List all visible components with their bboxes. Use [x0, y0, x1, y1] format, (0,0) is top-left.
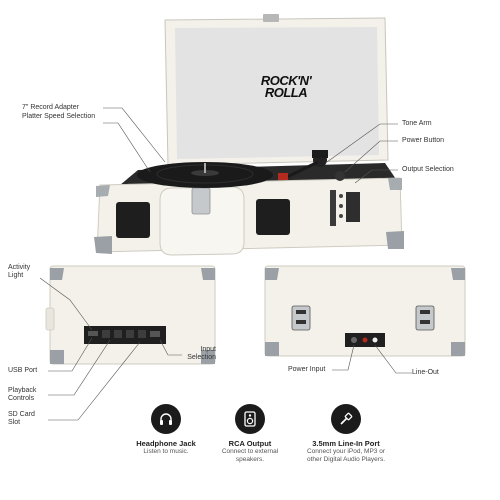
corner-trim [201, 268, 215, 280]
side-hinge [45, 307, 55, 331]
label-sd-card-slot: SD Card Slot [8, 411, 35, 426]
corner-trim-left [94, 236, 112, 254]
corner-trim [50, 268, 64, 280]
leader-lines-top [103, 107, 398, 184]
carry-handle [159, 186, 245, 256]
corner-trim [265, 342, 279, 356]
lid-lining [175, 27, 379, 159]
corner-trim-top-right [388, 178, 402, 190]
back-latch-right [415, 305, 435, 331]
leader-lines-back [332, 344, 412, 374]
corner-trim-right [386, 231, 404, 249]
corner-trim [451, 268, 465, 280]
front-latch [191, 187, 211, 215]
brand-logo: ROCK'N' ROLLA [260, 73, 312, 100]
corner-trim [50, 350, 64, 364]
corner-trim-top-left [96, 185, 110, 197]
label-record-adapter: 7" Record Adapter [22, 104, 79, 111]
label-activity-light: Activity Light [8, 264, 31, 279]
label-power-button: Power Button [402, 137, 445, 144]
label-power-input: Power Input [288, 366, 326, 373]
corner-trim [201, 350, 215, 364]
leader-lines-front [39, 277, 182, 421]
tone-arm [278, 150, 328, 180]
plug-icon [331, 404, 361, 434]
label-tone-arm: Tone Arm [402, 120, 432, 127]
feature-rca-output: RCA Output Connect to external speakers. [202, 404, 298, 464]
feature-headphone-jack: Headphone Jack Listen to music. [118, 404, 214, 456]
record-player-front-view [39, 265, 216, 421]
feature-line-in-port: 3.5mm Line-In Port Connect your iPod, MP… [298, 404, 394, 464]
record-player-back-view [264, 265, 466, 374]
label-input-selection: Input Selection [187, 346, 216, 361]
record-player-open [94, 14, 404, 256]
headphones-icon [151, 404, 181, 434]
back-latch-left [291, 305, 311, 331]
label-usb-port: USB Port [8, 367, 38, 374]
corner-trim [265, 268, 279, 280]
power-knob [335, 171, 345, 181]
label-playback-controls: Playback Controls [8, 387, 37, 402]
spindle [204, 163, 206, 173]
label-platter-speed: Platter Speed Selection [22, 113, 96, 120]
speaker-grille-right [256, 199, 290, 235]
speaker-grille-left [116, 202, 150, 238]
speaker-icon [235, 404, 265, 434]
label-line-out: Line-Out [412, 369, 439, 376]
label-output-selection: Output Selection [402, 166, 454, 173]
side-control-panel [330, 190, 360, 226]
lid-latch [263, 14, 279, 22]
corner-trim [451, 342, 465, 356]
